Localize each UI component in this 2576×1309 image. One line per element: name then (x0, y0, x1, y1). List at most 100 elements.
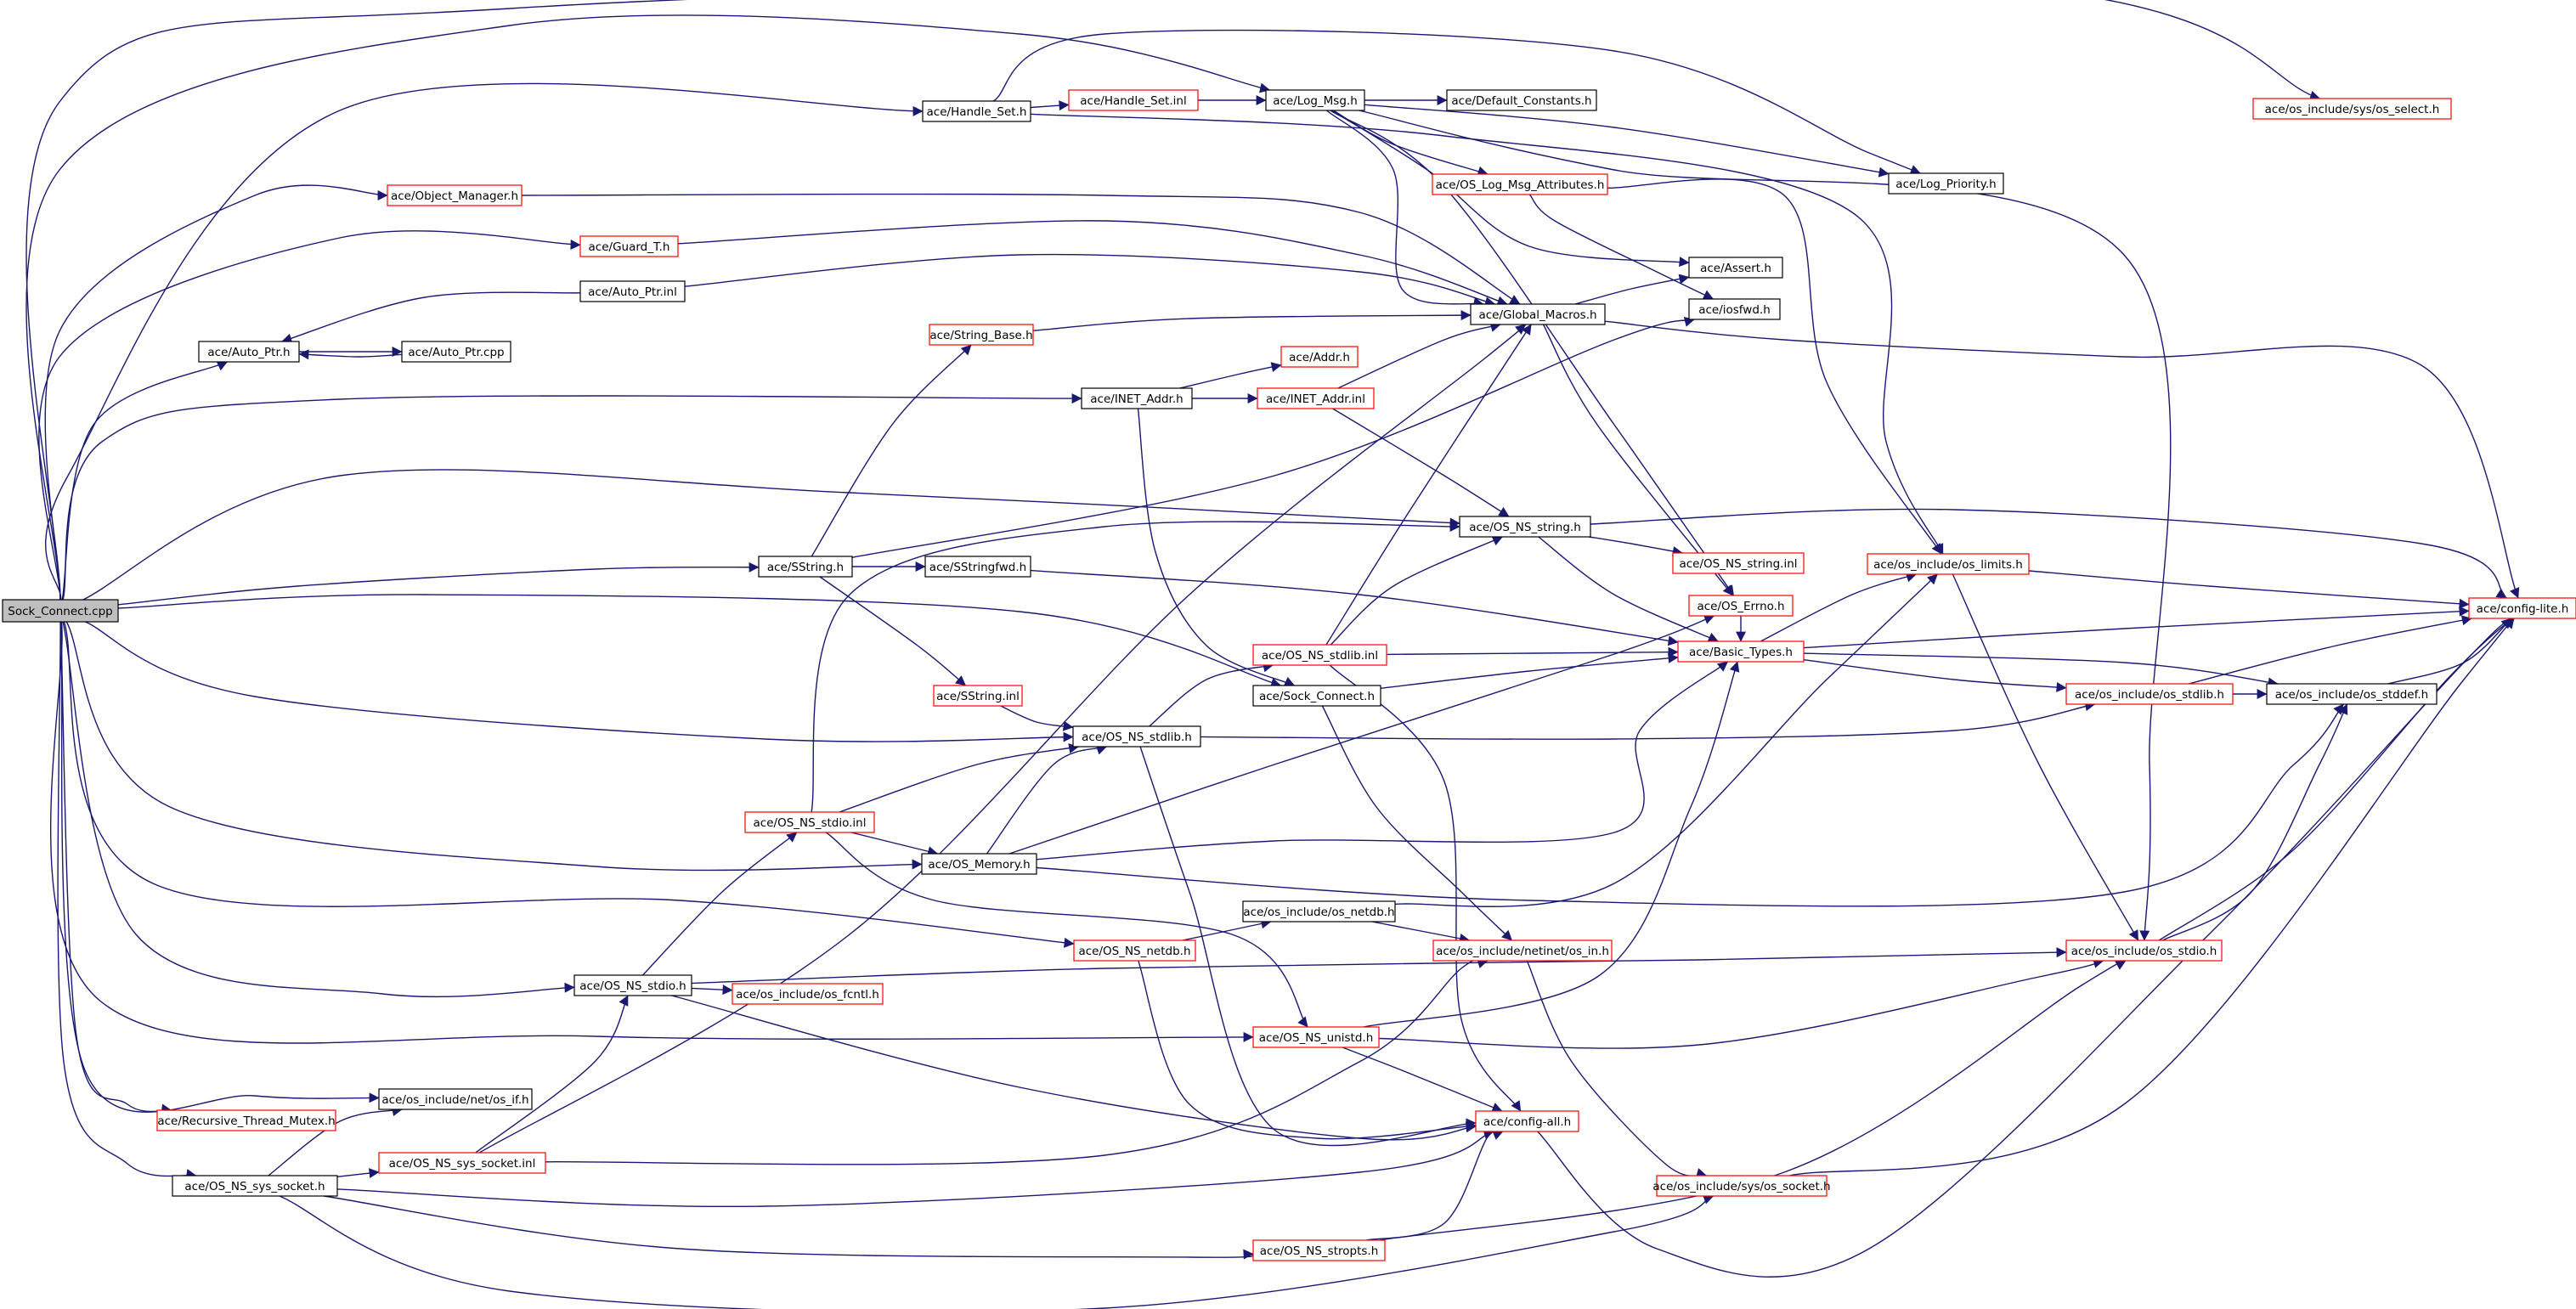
graph-node[interactable]: ace/Global_Macros.h (1470, 303, 1606, 325)
graph-node[interactable]: ace/os_include/os_netdb.h (1242, 900, 1396, 923)
node-label: ace/os_include/sys/os_socket.h (1652, 1180, 1830, 1193)
node-box (2266, 683, 2438, 705)
graph-node[interactable]: ace/String_Base.h (929, 324, 1034, 346)
node-label: ace/Assert.h (1700, 262, 1771, 275)
edge-root-to-os_ns_stdio_h (62, 621, 575, 998)
graph-node[interactable]: ace/OS_NS_unistd.h (1252, 1026, 1380, 1048)
graph-node[interactable]: ace/Guard_T.h (579, 235, 679, 257)
graph-node[interactable]: ace/os_include/sys/os_select.h (2252, 98, 2452, 120)
edge-sock_connect_h-to-basic_types (1380, 652, 1679, 689)
graph-node[interactable]: ace/os_include/sys/os_socket.h (1652, 1175, 1831, 1197)
edges-layer (25, 0, 2520, 1309)
graph-node[interactable]: ace/os_include/os_fcntl.h (732, 983, 884, 1005)
edge-os_ns_stdio_h-to-os_include_stdio (691, 947, 2067, 985)
edge-os_ns_unistd-to-basic_types (1363, 661, 1740, 1028)
edge-config_all-to-config_lite (1537, 618, 2512, 1278)
graph-node[interactable]: ace/Basic_Types.h (1677, 640, 1805, 663)
node-label: ace/OS_NS_stdlib.h (1082, 731, 1192, 744)
edge-os_memory-to-os_errno (1008, 614, 1715, 855)
graph-node[interactable]: ace/os_include/net/os_if.h (378, 1088, 533, 1110)
graph-node[interactable]: ace/iosfwd.h (1688, 298, 1781, 320)
graph-node[interactable]: ace/INET_Addr.inl (1257, 387, 1375, 409)
node-box (1252, 644, 1387, 666)
node-box (1257, 387, 1375, 409)
node-box (2065, 939, 2223, 962)
graph-node[interactable]: ace/Default_Constants.h (1446, 89, 1597, 111)
graph-node[interactable]: ace/os_include/netinet/os_in.h (1432, 939, 1613, 962)
edge-sock_connect_h-to-netinet_in (1321, 705, 1512, 941)
graph-node[interactable]: ace/Sock_Connect.h (1252, 685, 1381, 707)
node-label: ace/OS_NS_stropts.h (1260, 1244, 1379, 1258)
node-label: ace/config-lite.h (2477, 602, 2569, 616)
node-box (1073, 939, 1196, 962)
node-label: ace/Sock_Connect.h (1259, 690, 1375, 703)
graph-node[interactable]: ace/Auto_Ptr.inl (579, 280, 686, 302)
edge-os_log_msg_attr-to-os_limits (1607, 178, 1942, 555)
node-box (1081, 387, 1193, 409)
graph-node[interactable]: ace/Handle_Set.inl (1068, 89, 1199, 111)
edge-os_ns_stdlib_inl-to-os_ns_string_h (1330, 536, 1503, 646)
graph-node[interactable]: ace/os_include/os_stdio.h (2065, 939, 2223, 962)
graph-node[interactable]: ace/SString.inl (933, 685, 1023, 707)
graph-node[interactable]: ace/OS_NS_netdb.h (1073, 939, 1196, 962)
node-label: ace/os_include/netinet/os_in.h (1436, 945, 1609, 958)
graph-node[interactable]: ace/Log_Msg.h (1265, 89, 1365, 111)
edge-inet_addr_inl-to-global_macros (1337, 322, 1501, 389)
edge-global_macros-to-assert (1574, 274, 1690, 305)
edge-os_ns_string_h-to-os_ns_string_inl (1588, 536, 1683, 556)
node-box (579, 235, 679, 257)
graph-node[interactable]: ace/OS_NS_stdlib.h (1072, 725, 1201, 748)
graph-node[interactable]: ace/OS_NS_string.inl (1672, 552, 1805, 574)
graph-node[interactable]: ace/SStringfwd.h (924, 556, 1031, 578)
graph-node[interactable]: ace/OS_Log_Msg_Attributes.h (1432, 173, 1608, 195)
edge-os_ns_stdio_h-to-config_all (671, 995, 1477, 1141)
graph-node[interactable]: ace/OS_NS_sys_socket.inl (378, 1152, 546, 1174)
graph-node[interactable]: ace/Log_Priority.h (1888, 172, 2004, 195)
node-box (1446, 89, 1597, 111)
graph-node[interactable]: ace/OS_NS_stropts.h (1252, 1239, 1386, 1261)
node-label: ace/Recursive_Thread_Mutex.h (157, 1114, 335, 1128)
graph-node[interactable]: ace/config-all.h (1475, 1110, 1579, 1132)
edge-os_netdb_inc-to-netinet_in (1371, 921, 1471, 944)
node-box (1475, 1110, 1579, 1132)
edge-root-to-recursive_mutex (59, 621, 172, 1114)
graph-node[interactable]: ace/OS_NS_sys_socket.h (172, 1175, 338, 1197)
graph-node[interactable]: ace/os_include/os_stdlib.h (2065, 683, 2234, 705)
edge-os_ns_stdio_h-to-os_fcntl (691, 985, 733, 996)
graph-node[interactable]: ace/OS_Errno.h (1688, 595, 1794, 617)
node-box (1252, 1239, 1386, 1261)
graph-node[interactable]: ace/Object_Manager.h (387, 184, 523, 206)
graph-node[interactable]: ace/OS_NS_stdlib.inl (1252, 644, 1387, 666)
node-box (401, 341, 511, 363)
edge-os_ns_stdio_inl-to-os_ns_unistd (825, 832, 1308, 1028)
graph-node[interactable]: ace/SString.h (758, 556, 853, 578)
edge-root-to-os_select (25, 0, 2321, 601)
edge-object_manager-to-global_macros (521, 193, 1521, 305)
edge-os_ns_stdlib_h-to-os_include_stdlib (1200, 701, 2096, 740)
node-label: ace/OS_NS_sys_socket.h (184, 1180, 325, 1193)
node-label: Sock_Connect.cpp (8, 605, 113, 618)
graph-node[interactable]: ace/Recursive_Thread_Mutex.h (156, 1109, 336, 1131)
graph-node[interactable]: ace/Auto_Ptr.h (198, 341, 300, 363)
graph-node[interactable]: ace/Handle_Set.h (922, 100, 1031, 122)
graph-node[interactable]: ace/INET_Addr.h (1081, 387, 1193, 409)
graph-node[interactable]: ace/OS_Memory.h (921, 853, 1037, 875)
graph-node[interactable]: ace/os_include/os_limits.h (1867, 553, 2030, 575)
graph-node[interactable]: ace/OS_NS_stdio.h (573, 974, 692, 996)
edge-auto_ptr_cpp-to-auto_ptr_h (298, 349, 403, 360)
node-box (1432, 939, 1613, 962)
edge-os_log_msg_attr-to-iosfwd (1528, 194, 1715, 300)
edge-guard_t-to-global_macros (677, 220, 1508, 307)
graph-node[interactable]: ace/config-lite.h (2468, 597, 2576, 619)
graph-node[interactable]: ace/Auto_Ptr.cpp (401, 341, 511, 363)
graph-node[interactable]: ace/OS_NS_stdio.inl (744, 811, 875, 833)
node-box (1672, 552, 1805, 574)
graph-node[interactable]: ace/Addr.h (1280, 346, 1359, 368)
graph-node[interactable]: ace/OS_NS_string.h (1459, 516, 1591, 538)
edge-sstring_h-to-string_base (811, 344, 972, 557)
node-box (1688, 595, 1794, 617)
graph-node[interactable]: ace/Assert.h (1688, 257, 1783, 279)
graph-node[interactable]: ace/os_include/os_stddef.h (2266, 683, 2438, 705)
edge-basic_types-to-os_stddef (1803, 652, 2279, 688)
edge-os_ns_string_h-to-config_lite (1590, 508, 2507, 599)
